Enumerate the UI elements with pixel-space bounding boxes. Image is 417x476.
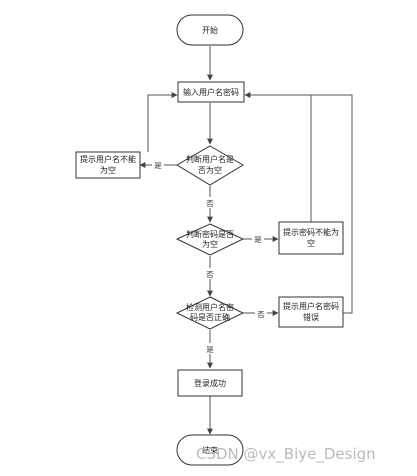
node-input: 输入用户名密码 <box>177 81 245 103</box>
edge-warn-user-loop <box>147 92 178 152</box>
node-warn-pass-label-2: 空 <box>307 238 315 248</box>
edge-labels: 是 否 是 否 否 是 <box>152 159 267 354</box>
node-check-pass-label-2: 为空 <box>202 239 218 249</box>
node-verify-label-2: 码是否正确 <box>190 312 230 322</box>
node-check-user-label-1: 判断用户名是 <box>186 154 234 164</box>
node-verify: 检测用户名密 码是否正确 <box>175 296 245 330</box>
node-warn-user-label-1: 提示用户名不能 <box>80 154 136 164</box>
node-error: 提示用户名密码 错误 <box>278 296 344 328</box>
node-start-label: 开始 <box>202 25 218 35</box>
node-verify-label-1: 检测用户名密 <box>186 302 234 312</box>
node-success: 登录成功 <box>177 369 243 397</box>
watermark: CSDN @vx_Biye_Design <box>196 445 376 463</box>
edge-warn-pass-loop <box>245 94 312 222</box>
node-end-label: 结束 <box>202 445 218 455</box>
node-check-user: 判断用户名是 否为空 <box>176 145 244 186</box>
node-warn-pass-label-1: 提示密码不能为 <box>283 227 339 237</box>
node-check-pass: 判断密码是否 为空 <box>175 223 245 256</box>
edge-error-loop <box>244 92 353 314</box>
edge-label-no-3: 否 <box>257 310 265 319</box>
node-start: 开始 <box>176 14 244 46</box>
node-warn-user-label-2: 为空 <box>100 165 116 175</box>
node-error-label-1: 提示用户名密码 <box>283 301 339 311</box>
node-error-label-2: 错误 <box>303 312 319 322</box>
node-input-label: 输入用户名密码 <box>183 87 239 97</box>
edge-label-no-1: 否 <box>206 199 214 208</box>
edge-label-yes-2: 是 <box>254 235 262 244</box>
edge-label-no-2: 否 <box>206 270 214 279</box>
node-end: 结束 <box>176 434 244 466</box>
node-warn-pass: 提示密码不能为 空 <box>278 221 344 255</box>
edge-label-yes-3: 是 <box>206 345 214 354</box>
node-warn-user: 提示用户名不能 为空 <box>75 151 141 179</box>
node-check-user-label-2: 否为空 <box>198 165 222 175</box>
node-success-label: 登录成功 <box>194 378 226 388</box>
edge-label-yes-1: 是 <box>154 161 162 170</box>
node-check-pass-label-1: 判断密码是否 <box>186 229 234 239</box>
